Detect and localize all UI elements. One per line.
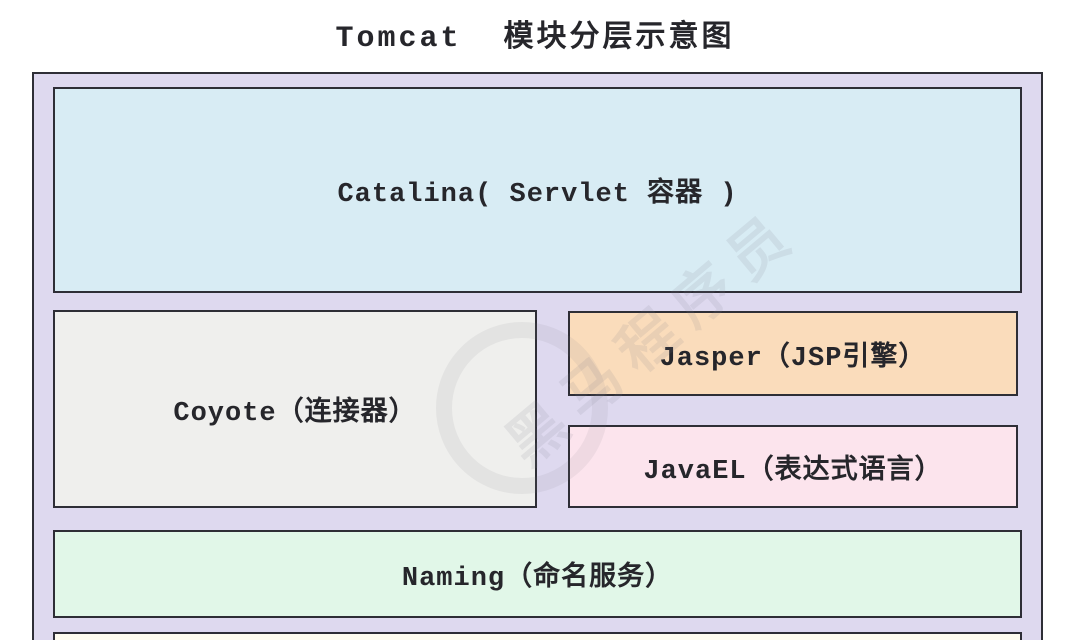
block-bottom-partial: [53, 632, 1022, 640]
block-coyote-connector: Coyote（连接器）: [53, 310, 537, 508]
diagram-title: Tomcat 模块分层示意图: [335, 22, 735, 56]
block-catalina-servlet-container: Catalina( Servlet 容器 ): [53, 87, 1022, 293]
block-jasper-label: Jasper（JSP引擎）: [659, 343, 927, 374]
block-javael-label: JavaEL（表达式语言）: [643, 456, 943, 487]
block-naming-label: Naming（命名服务）: [401, 564, 674, 594]
block-naming-service: Naming（命名服务）: [53, 530, 1022, 618]
block-javael-expression-language: JavaEL（表达式语言）: [568, 425, 1018, 508]
tomcat-outer-container: Catalina( Servlet 容器 ) Coyote（连接器） Jaspe…: [32, 72, 1043, 640]
block-coyote-label: Coyote（连接器）: [173, 399, 417, 429]
block-jasper-jsp-engine: Jasper（JSP引擎）: [568, 311, 1018, 396]
block-catalina-label: Catalina( Servlet 容器 ): [337, 180, 738, 210]
